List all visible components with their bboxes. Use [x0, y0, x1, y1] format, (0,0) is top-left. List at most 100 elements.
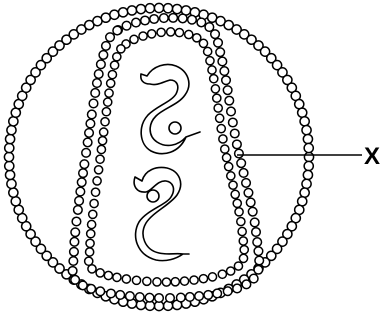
- membrane-bead: [160, 14, 169, 23]
- membrane-bead: [302, 179, 311, 188]
- membrane-bead: [239, 254, 247, 262]
- membrane-bead: [208, 66, 216, 74]
- membrane-bead: [75, 197, 84, 206]
- membrane-bead: [211, 85, 219, 93]
- membrane-bead: [213, 289, 222, 298]
- membrane-bead: [102, 42, 111, 51]
- membrane-bead: [145, 4, 154, 13]
- membrane-bead: [218, 270, 226, 278]
- membrane-bead: [89, 99, 98, 108]
- membrane-bead: [93, 79, 102, 88]
- membrane-bead: [227, 267, 235, 275]
- membrane-bead: [76, 187, 85, 196]
- membrane-bead: [96, 155, 104, 163]
- membrane-bead: [225, 96, 234, 105]
- membrane-bead: [108, 71, 116, 79]
- membrane-bead: [303, 170, 312, 179]
- membrane-bead: [87, 230, 95, 238]
- membrane-bead: [7, 179, 16, 188]
- membrane-bead: [82, 149, 91, 158]
- membrane-bead: [217, 125, 225, 133]
- membrane-bead: [117, 45, 125, 53]
- membrane-bead: [99, 51, 108, 60]
- membrane-bead: [83, 138, 92, 147]
- membrane-bead: [206, 57, 214, 65]
- membrane-bead: [91, 89, 100, 98]
- membrane-bead: [110, 61, 118, 69]
- membrane-bead: [107, 79, 115, 87]
- membrane-bead: [163, 4, 172, 13]
- membrane-bead: [197, 18, 206, 27]
- membrane-bead: [199, 275, 207, 283]
- membrane-bead: [242, 179, 251, 188]
- membrane-bead: [80, 160, 89, 169]
- membrane-bead: [249, 274, 258, 283]
- membrane-bead: [154, 3, 163, 12]
- membrane-bead: [220, 67, 229, 76]
- membrane-bead: [237, 217, 245, 225]
- membrane-bead: [71, 276, 80, 285]
- membrane-bead: [74, 206, 83, 215]
- membrane-bead: [97, 60, 106, 69]
- membrane-bead: [102, 108, 110, 116]
- membrane-bead: [5, 170, 14, 179]
- membrane-bead: [246, 198, 255, 207]
- membrane-bead: [122, 21, 131, 30]
- membrane-bead: [214, 104, 222, 112]
- membrane-bead: [172, 4, 181, 13]
- membrane-bead: [185, 30, 193, 38]
- membrane-bead: [91, 188, 99, 196]
- membrane-bead: [68, 267, 77, 276]
- membrane-bead: [85, 257, 93, 265]
- membrane-bead: [104, 271, 112, 279]
- membrane-bead: [234, 262, 242, 270]
- membrane-bead: [238, 227, 246, 235]
- membrane-bead: [104, 98, 112, 106]
- membrane-bead: [86, 248, 94, 256]
- membrane-bead: [231, 190, 239, 198]
- membrane-bead: [190, 276, 198, 284]
- membrane-bead: [70, 238, 79, 247]
- membrane-bead: [122, 275, 130, 283]
- membrane-bead: [223, 287, 232, 296]
- membrane-bead: [135, 293, 144, 302]
- membrane-bead: [148, 30, 156, 38]
- membrane-bead: [216, 114, 224, 122]
- membrane-bead: [210, 75, 218, 83]
- membrane-bead: [253, 238, 262, 247]
- membrane-bead: [79, 281, 88, 290]
- label-x: X: [364, 143, 380, 170]
- lower-coil-outline: [134, 168, 189, 261]
- membrane-bead: [116, 291, 125, 300]
- membrane-bead: [213, 94, 221, 102]
- membrane-bead: [153, 278, 161, 286]
- membrane-bead: [300, 188, 309, 197]
- membrane-bead: [230, 129, 239, 138]
- membrane-bead: [96, 287, 105, 296]
- membrane-bead: [105, 89, 113, 97]
- membrane-bead: [5, 143, 14, 152]
- upper-coil-dot: [169, 122, 181, 134]
- membrane-bead: [136, 4, 145, 13]
- membrane-bead: [199, 39, 207, 47]
- membrane-bead: [150, 15, 159, 24]
- membrane-bead: [95, 166, 103, 174]
- membrane-bead: [219, 135, 227, 143]
- membrane-bead: [96, 269, 104, 277]
- membrane-bead: [97, 145, 105, 153]
- membrane-bead: [214, 38, 223, 47]
- membrane-bead: [229, 181, 237, 189]
- membrane-bead: [94, 70, 103, 79]
- membrane-bead: [233, 284, 242, 293]
- membrane-bead: [304, 152, 313, 161]
- membrane-bead: [221, 145, 229, 153]
- membrane-bead: [233, 199, 241, 207]
- membrane-bead: [106, 33, 115, 42]
- membrane-bead: [100, 128, 108, 136]
- membrane-bead: [69, 257, 78, 266]
- membrane-bead: [222, 76, 231, 85]
- membrane-bead: [204, 291, 213, 300]
- membrane-bead: [113, 273, 121, 281]
- membrane-bead: [252, 228, 261, 237]
